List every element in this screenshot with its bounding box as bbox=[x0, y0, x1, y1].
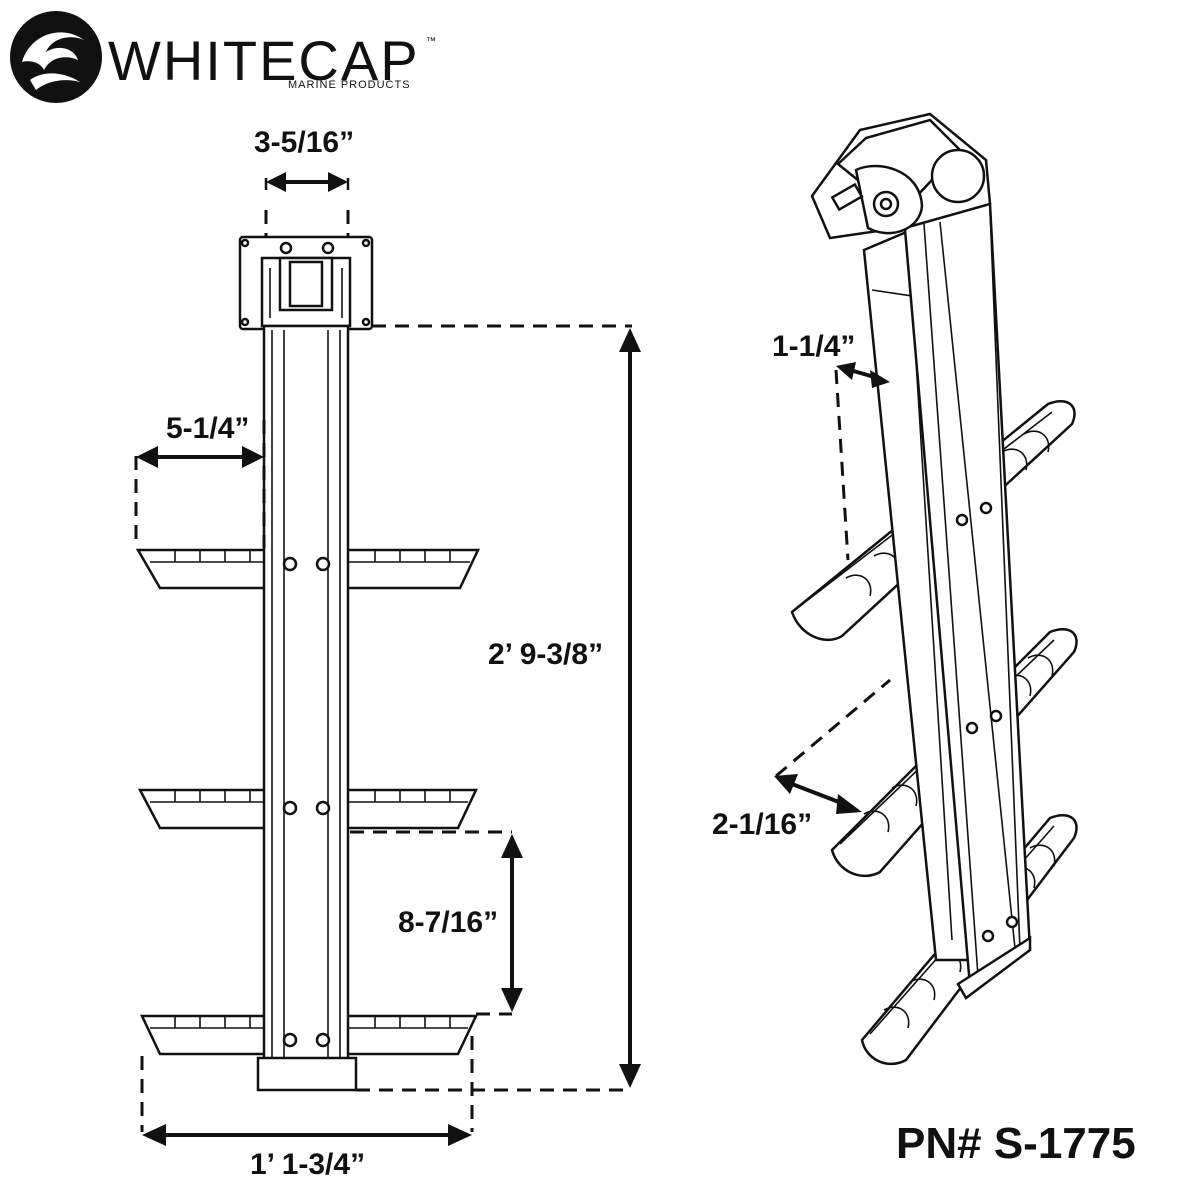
screw-icon bbox=[321, 241, 335, 255]
hinge-knuckle bbox=[930, 148, 986, 204]
bolt-icon bbox=[282, 1032, 298, 1048]
bolt-icon bbox=[955, 513, 969, 527]
bolt-icon bbox=[965, 721, 979, 735]
hinge-pin-block bbox=[288, 260, 324, 308]
front-view-ladder bbox=[135, 235, 480, 1092]
trademark-mark: ™ bbox=[426, 36, 436, 47]
front-dimensions: 3-5/16” 5-1/4” 2’ 9-3/8” 8-7/16” 1’ 1-3/… bbox=[134, 126, 641, 1181]
rail-width-label: 1-1/4” bbox=[772, 330, 855, 363]
bolt-icon bbox=[315, 556, 331, 572]
whitecap-logo: WHITECAP ™ MARINE PRODUCTS bbox=[10, 11, 436, 103]
plate-hole-icon bbox=[240, 317, 250, 327]
wave-logo-icon bbox=[10, 11, 102, 103]
perspective-foot bbox=[956, 935, 1032, 1000]
plate-hole-icon bbox=[240, 238, 250, 248]
rail-foot bbox=[256, 1056, 358, 1092]
bolt-icon bbox=[282, 800, 298, 816]
plate-hole-icon bbox=[361, 238, 371, 248]
plate-hole-icon bbox=[361, 317, 371, 327]
perspective-view-ladder bbox=[790, 112, 1078, 1066]
overall-width-label: 1’ 1-3/4” bbox=[250, 1148, 365, 1181]
step-tread-arrow bbox=[791, 782, 845, 806]
step-tread-label: 2-1/16” bbox=[712, 808, 812, 841]
rail-bolts bbox=[282, 556, 331, 1048]
step-spacing-label: 8-7/16” bbox=[398, 906, 498, 939]
brand-name: WHITECAP bbox=[108, 29, 420, 92]
bolt-icon bbox=[315, 800, 331, 816]
bolt-icon bbox=[315, 1032, 331, 1048]
bolt-icon bbox=[979, 501, 993, 515]
bolt-icon bbox=[989, 709, 1003, 723]
part-number: PN# S-1775 bbox=[896, 1119, 1136, 1168]
front-rail bbox=[262, 324, 350, 1064]
brand-tagline: MARINE PRODUCTS bbox=[288, 79, 411, 91]
step-depth-label: 5-1/4” bbox=[166, 412, 249, 445]
top-width-label: 3-5/16” bbox=[254, 126, 354, 159]
total-height-label: 2’ 9-3/8” bbox=[488, 638, 603, 671]
bolt-icon bbox=[282, 556, 298, 572]
perspective-dimensions: 1-1/4” 2-1/16” bbox=[712, 330, 891, 841]
screw-icon bbox=[279, 241, 293, 255]
bolt-icon bbox=[1005, 915, 1019, 929]
bolt-icon bbox=[981, 929, 995, 943]
